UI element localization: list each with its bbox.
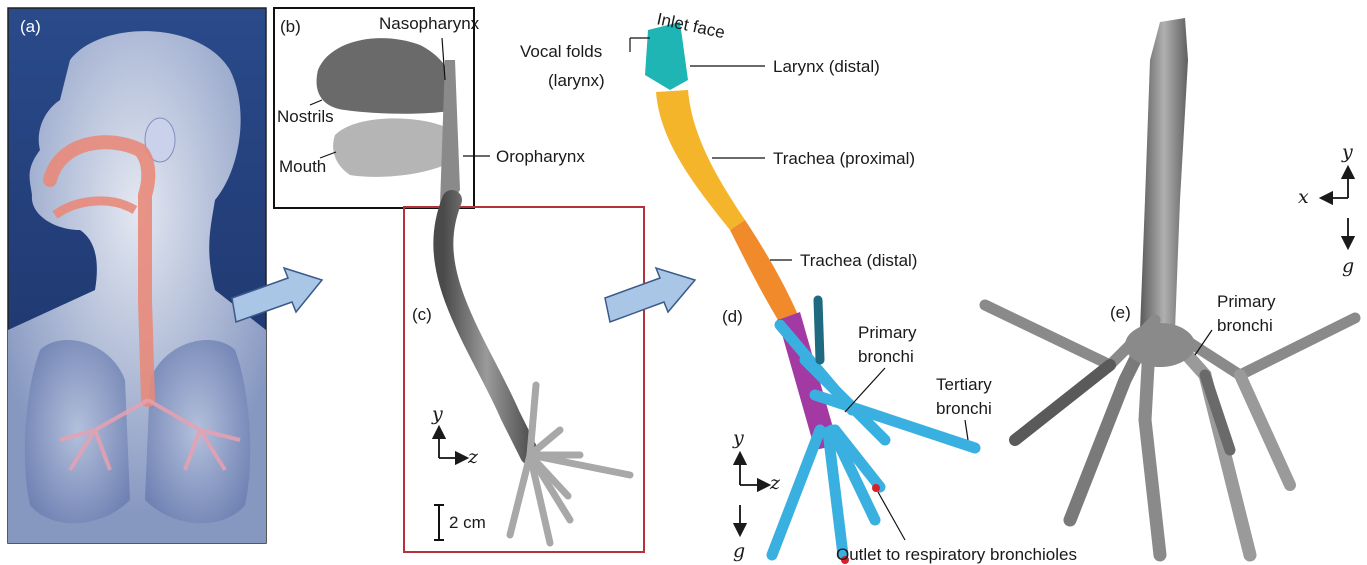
label-vocal-folds-2: (larynx)	[548, 71, 605, 90]
panel-c-axis-y: y	[431, 403, 443, 425]
label-trachea-distal: Trachea (distal)	[800, 251, 917, 270]
panel-b-tag: (b)	[280, 17, 301, 36]
label-larynx-distal: Larynx (distal)	[773, 57, 880, 76]
left-lung-illustration	[25, 340, 130, 523]
label-nasopharynx: Nasopharynx	[379, 14, 480, 33]
label-primary-bronchi-d-2: bronchi	[858, 347, 914, 366]
panel-b: (b) Nasopharynx Nostrils Mouth	[274, 8, 480, 208]
trachea-distal-orange	[730, 220, 798, 320]
panel-d-tag: (d)	[722, 307, 743, 326]
panel-e-axis-y: y	[1341, 141, 1353, 163]
panel-d: (d) Inlet face Vocal folds (larynx) Lary…	[520, 9, 1077, 564]
label-nostrils: Nostrils	[277, 107, 334, 126]
panel-c-axis-z: z	[467, 446, 479, 468]
label-primary-bronchi-e-1: Primary	[1217, 292, 1276, 311]
panel-d-axis-g: g	[733, 540, 745, 562]
panel-c: (c) y z 2 cm	[404, 200, 644, 552]
label-outlet: Outlet to respiratory bronchioles	[836, 545, 1077, 564]
trachea-proximal-yellow	[656, 90, 745, 230]
trachea-e	[1140, 18, 1188, 330]
label-mouth: Mouth	[279, 157, 326, 176]
panel-e-tag: (e)	[1110, 303, 1131, 322]
bronchi-gray	[510, 385, 630, 543]
panel-e-axis-g: g	[1342, 255, 1354, 277]
panel-e-axis-x: x	[1298, 186, 1309, 208]
label-oropharynx: Oropharynx	[496, 147, 585, 166]
panel-c-tag: (c)	[412, 305, 432, 324]
label-tertiary-bronchi-1: Tertiary	[936, 375, 992, 394]
panel-d-axis-y: y	[732, 427, 744, 449]
panel-d-axis-z: z	[769, 472, 781, 494]
label-primary-bronchi-e-2: bronchi	[1217, 316, 1273, 335]
label-tertiary-bronchi-2: bronchi	[936, 399, 992, 418]
label-vocal-folds-1: Vocal folds	[520, 42, 602, 61]
label-primary-bronchi-d-1: Primary	[858, 323, 917, 342]
panel-a: (a)	[8, 8, 266, 543]
label-trachea-proximal: Trachea (proximal)	[773, 149, 915, 168]
panel-a-tag: (a)	[20, 17, 41, 36]
scale-bar-label: 2 cm	[449, 513, 486, 532]
panel-e: (e) Primary bronchi y x g	[985, 18, 1355, 555]
arrow-c-to-d	[605, 268, 695, 322]
trachea-gray	[443, 200, 530, 455]
